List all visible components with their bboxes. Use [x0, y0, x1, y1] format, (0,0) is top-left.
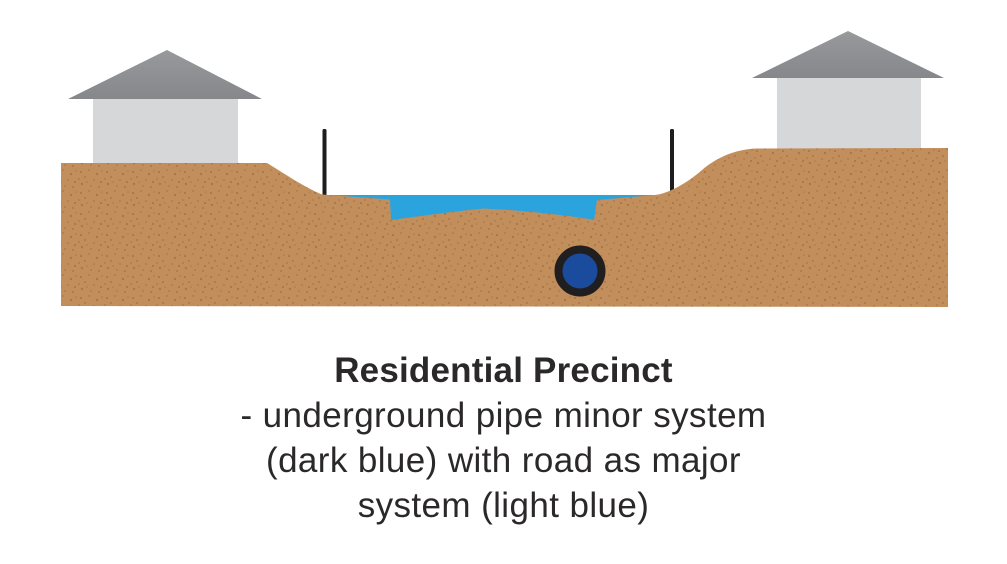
house-right-roof: [752, 31, 944, 78]
caption-line-3: system (light blue): [357, 486, 650, 525]
underground-pipe-minor-system: [554, 245, 606, 297]
caption-title: Residential Precinct: [334, 351, 673, 390]
caption: Residential Precinct - underground pipe …: [0, 348, 1007, 528]
pole-left: [322, 129, 327, 197]
caption-line-1: - underground pipe minor system: [240, 396, 767, 435]
house-left-wall: [93, 96, 238, 166]
house-left: [68, 50, 262, 166]
house-right-wall: [777, 76, 921, 152]
pole-right: [670, 129, 674, 195]
caption-line-2: (dark blue) with road as major: [266, 441, 741, 480]
cross-section-diagram: [61, 31, 948, 307]
house-right: [752, 31, 944, 152]
ground: [61, 148, 948, 307]
house-left-roof: [68, 50, 262, 99]
